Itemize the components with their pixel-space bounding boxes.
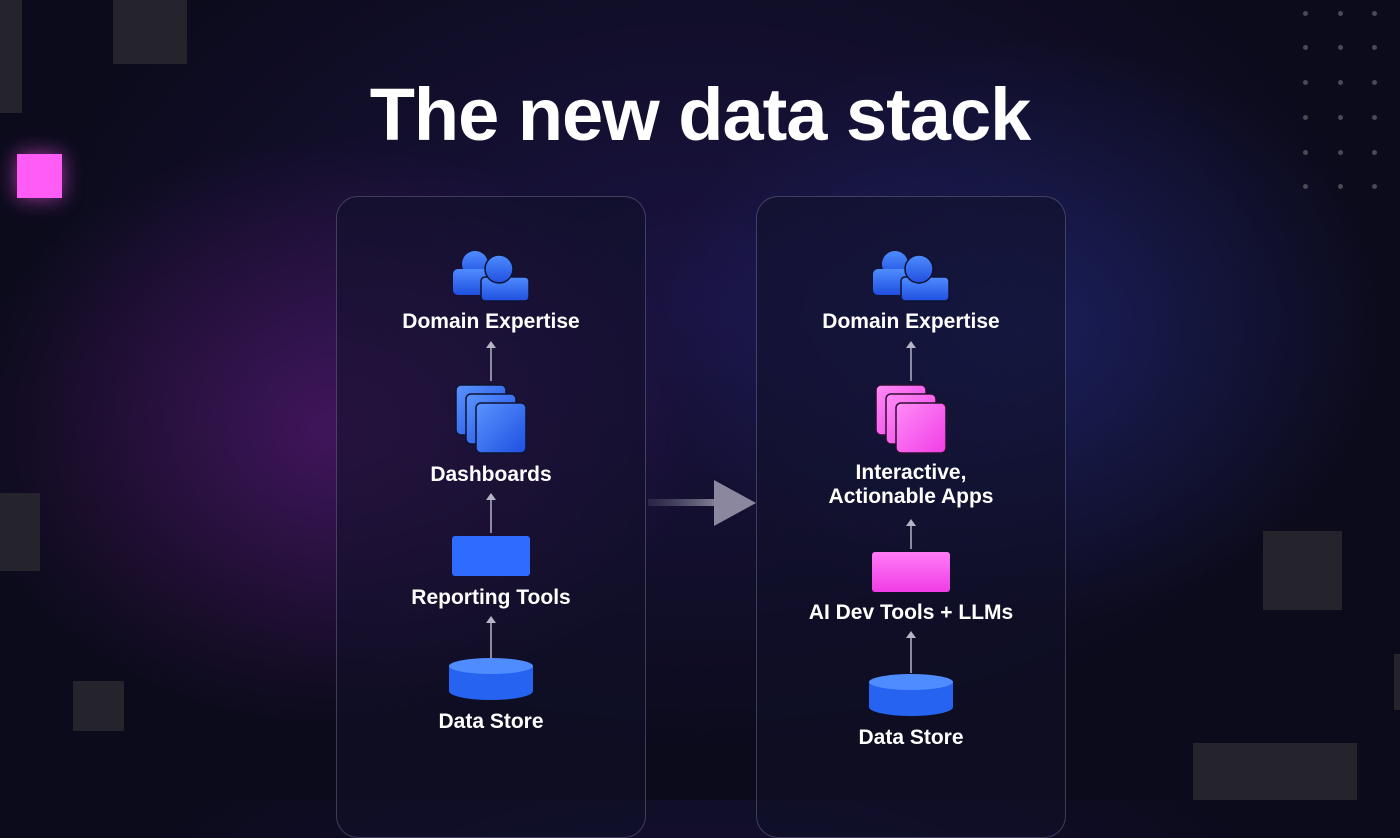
layer-label-dashboards: Dashboards [430, 463, 552, 486]
decorative-square [73, 681, 124, 731]
decorative-square [1394, 654, 1400, 710]
up-arrow [486, 616, 496, 658]
decorative-square [113, 0, 187, 64]
up-arrow [906, 631, 916, 673]
layer-label-data-store: Data Store [858, 726, 964, 749]
decorative-square [0, 493, 40, 571]
layer-label-domain-expertise: Domain Expertise [822, 310, 1000, 333]
layer-label-data-store: Data Store [438, 710, 544, 733]
layer-label-interactive-apps-line2: Actionable Apps [828, 485, 994, 508]
decorative-square [1263, 531, 1342, 610]
database-icon [869, 674, 953, 716]
layer-label-domain-expertise: Domain Expertise [402, 310, 580, 333]
up-arrow [906, 341, 916, 381]
people-icon [453, 251, 530, 302]
up-arrow [906, 519, 916, 549]
layer-label-reporting-tools: Reporting Tools [411, 586, 571, 609]
decorative-square [0, 0, 22, 113]
page-title: The new data stack [369, 73, 1032, 156]
stacked-pages-icon [875, 384, 947, 454]
layer-label-ai-dev-tools: AI Dev Tools + LLMs [808, 601, 1014, 624]
up-arrow [486, 493, 496, 533]
layer-label-interactive-apps-line1: Interactive, [855, 461, 967, 484]
decorative-pink-square [17, 154, 62, 198]
decorative-square [1193, 743, 1357, 800]
people-icon [873, 251, 950, 302]
rectangle-icon [452, 536, 530, 576]
transition-arrow-icon [648, 480, 756, 526]
right-stack-panel: Domain Expertise Interactive, Actionable… [756, 196, 1066, 838]
left-stack-panel: Domain Expertise Dashboards Reporting To… [336, 196, 646, 838]
database-icon [449, 658, 533, 700]
rectangle-icon [872, 552, 950, 592]
stacked-pages-icon [455, 384, 527, 454]
up-arrow [486, 341, 496, 381]
